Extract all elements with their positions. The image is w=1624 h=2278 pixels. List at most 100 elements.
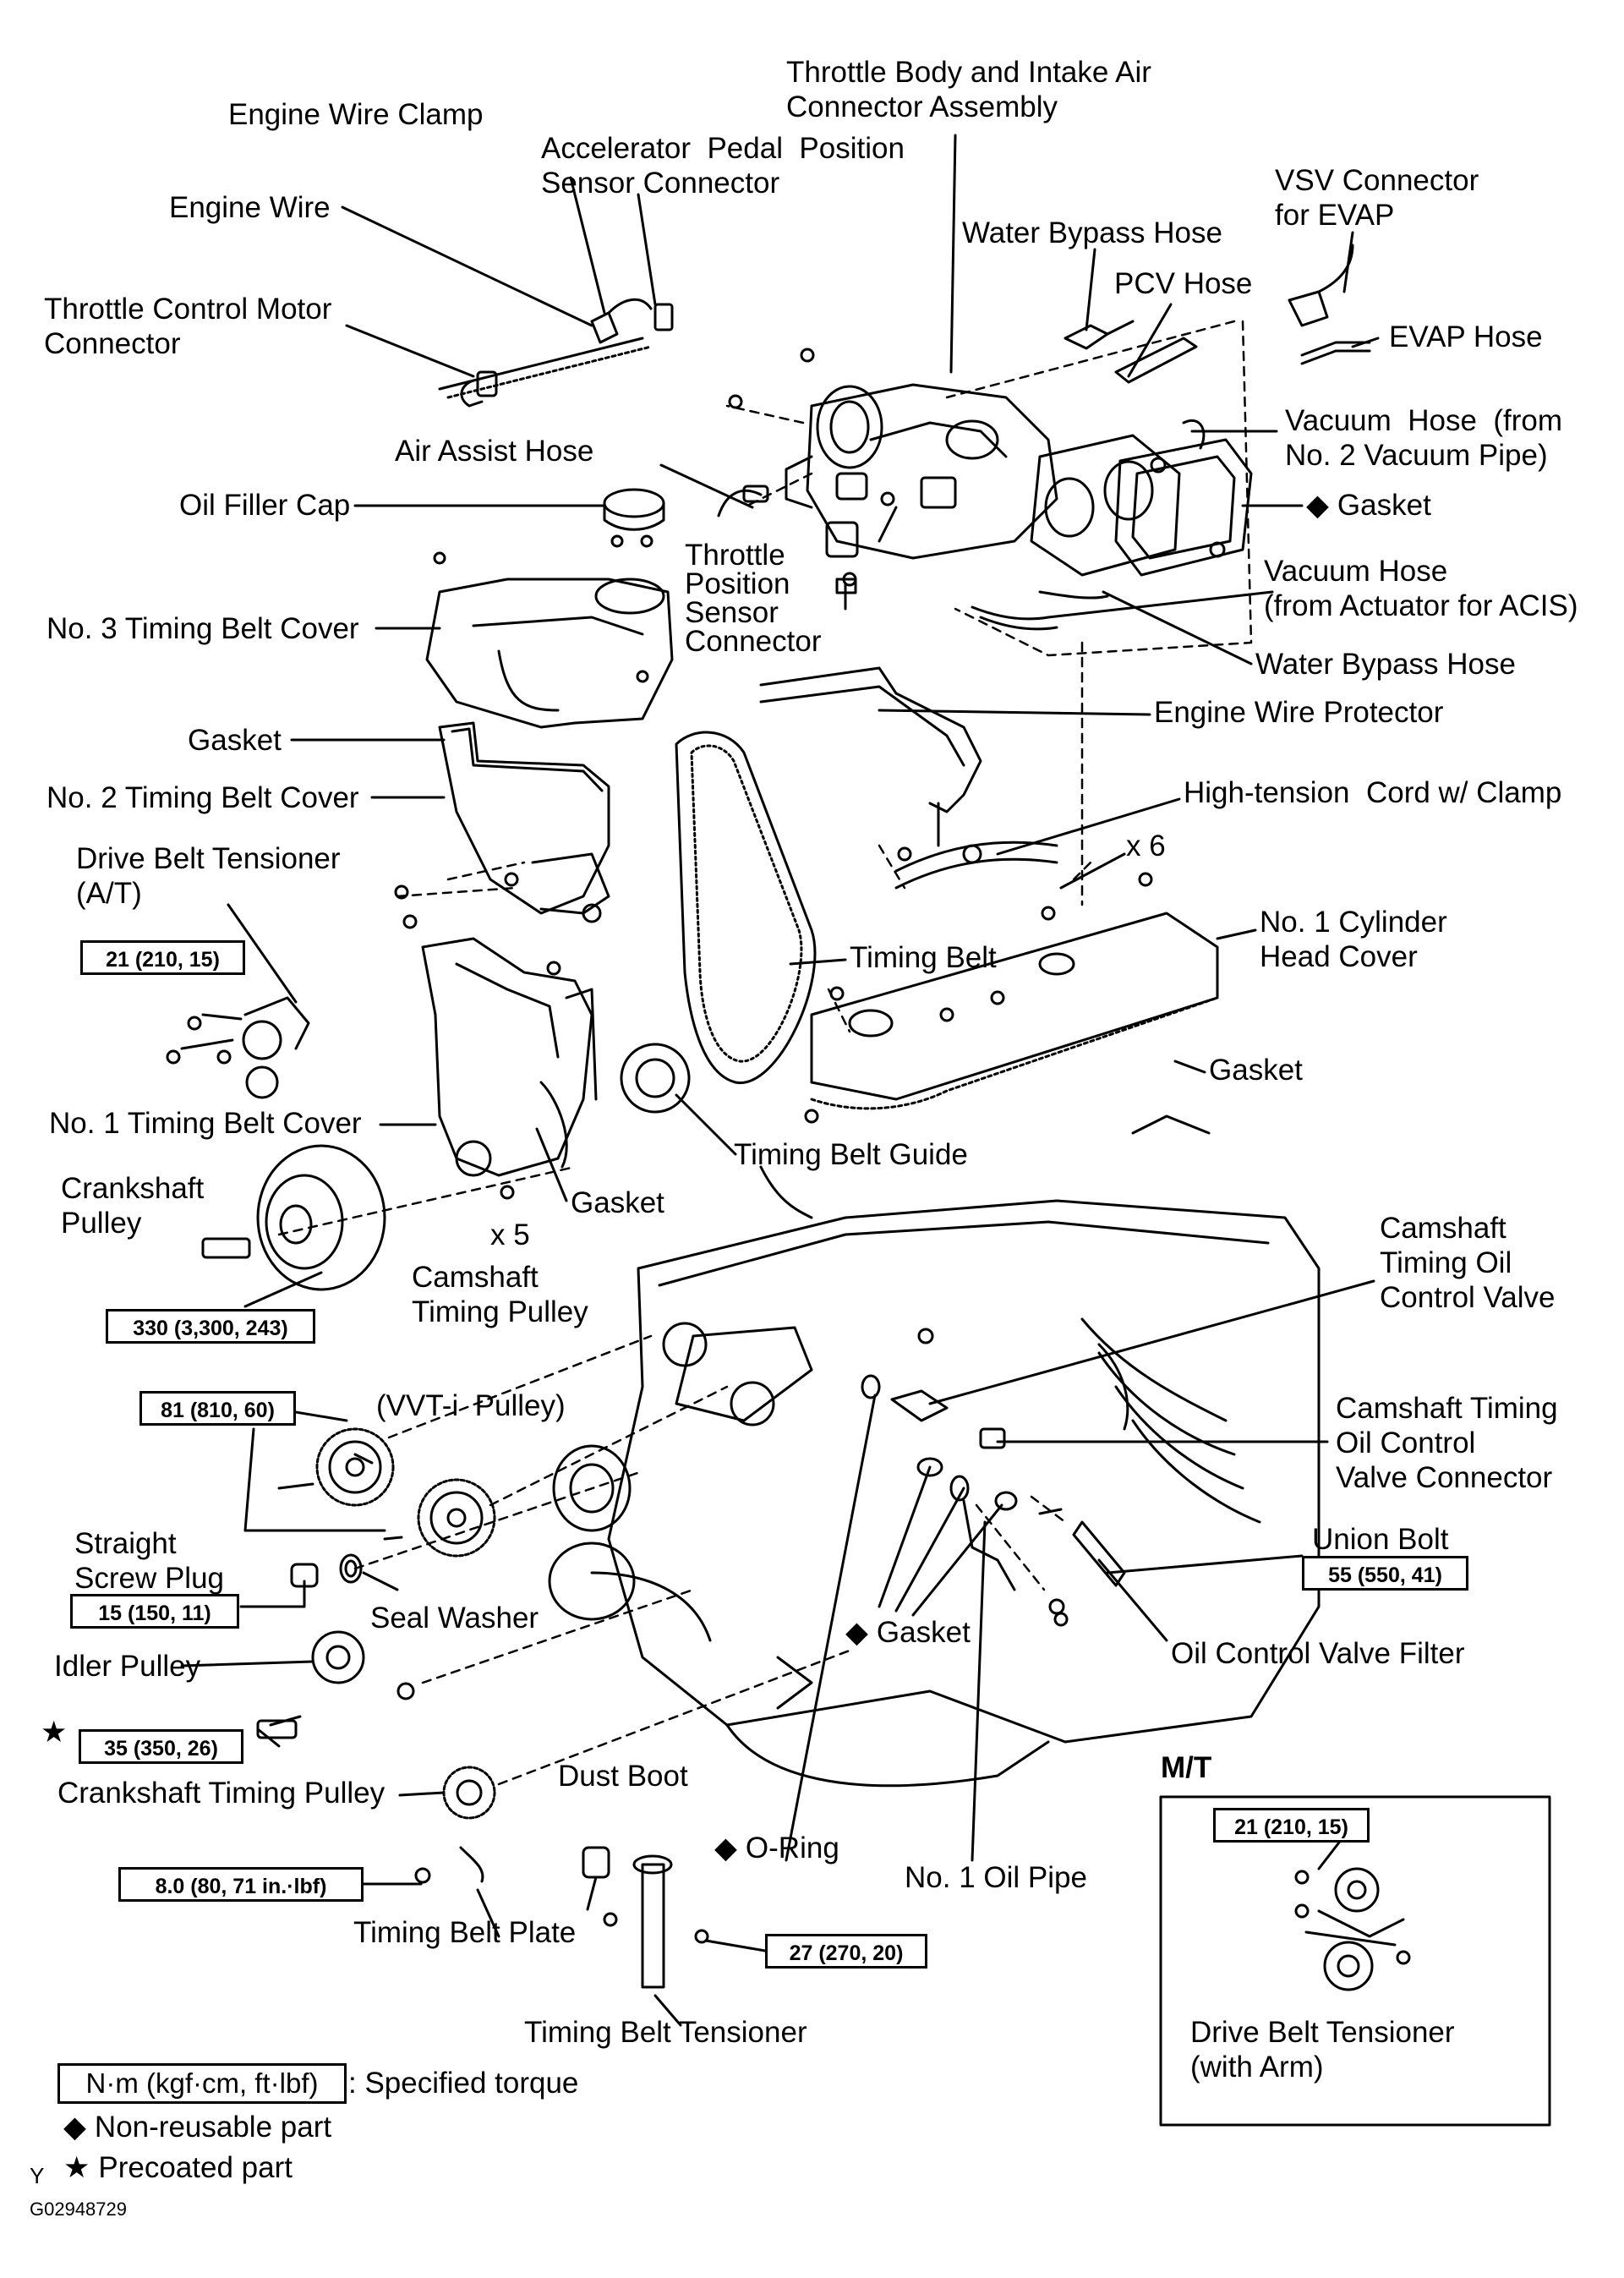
label-gasket-cover1: Gasket (571, 1186, 664, 1219)
drive-belt-tensioner-mt (1294, 1867, 1411, 1991)
torque-81: 81 (810, 60) (139, 1391, 296, 1426)
label-throttle-body: Throttle Body and Intake Air Connector A… (786, 56, 1151, 123)
label-dust-boot: Dust Boot (558, 1760, 688, 1793)
label-timing-belt: Timing Belt (850, 941, 997, 974)
label-throttle-control-motor-connector: Throttle Control Motor Connector (44, 293, 332, 360)
torque-15: 15 (150, 11) (70, 1594, 239, 1629)
mt-box (1159, 1795, 1551, 2127)
timing-belt (675, 731, 817, 1084)
label-camshaft-timing-oil-control-valve: Camshaft Timing Oil Control Valve (1380, 1212, 1556, 1314)
label-mt: M/T (1161, 1751, 1212, 1784)
air-assist-hose (717, 485, 769, 517)
label-oil-filler-cap: Oil Filler Cap (179, 489, 351, 522)
timing-belt-tensioner (582, 1846, 709, 1989)
label-engine-wire-protector: Engine Wire Protector (1154, 696, 1444, 729)
torque-21-at: 21 (210, 15) (80, 940, 245, 975)
gasket-oilpipe-text: Gasket (876, 1616, 971, 1649)
torque-35: 35 (350, 26) (79, 1729, 243, 1764)
label-vacuum-hose-no2: Vacuum Hose (from No. 2 Vacuum Pipe) (1285, 404, 1563, 472)
label-seal-washer: Seal Washer (370, 1602, 539, 1635)
non-reusable-mark: ◆ (714, 1832, 737, 1865)
label-gasket-top: Gasket (188, 724, 282, 757)
label-engine-wire: Engine Wire (169, 191, 331, 224)
label-crankshaft-pulley: Crankshaft Pulley (61, 1172, 205, 1240)
crankshaft-timing-pulley (414, 1766, 496, 1884)
label-camshaft-timing-pulley: Camshaft Timing Pulley (412, 1261, 588, 1328)
non-reusable-mark: ◆ (1306, 489, 1329, 522)
engine-wire-protector (759, 666, 982, 847)
label-x5: x 5 (490, 1218, 530, 1251)
label-no1-cylinder-head-cover: No. 1 Cylinder Head Cover (1260, 906, 1447, 973)
label-air-assist-hose: Air Assist Hose (395, 435, 594, 468)
screw-plug-and-washer (290, 1553, 363, 1588)
oil-control-valve-and-pipe (861, 1328, 1129, 1615)
label-cam-valve-connector: Camshaft Timing Oil Control Valve Connec… (1336, 1392, 1558, 1494)
torque-27: 27 (270, 20) (765, 1934, 927, 1969)
figure-code: G02948729 (30, 2199, 127, 2220)
label-straight-screw-plug: Straight Screw Plug (74, 1527, 225, 1595)
label-water-bypass-hose-low: Water Bypass Hose (1255, 648, 1516, 681)
gasket-intake-text: Gasket (1337, 489, 1431, 522)
legend-precoated-text: Precoated part (98, 2151, 293, 2184)
legend-torque-desc: : Specified torque (348, 2067, 579, 2100)
label-drive-belt-tensioner-arm: Drive Belt Tensioner (with Arm) (1190, 2016, 1455, 2084)
bolts (166, 348, 1153, 1627)
label-vsv-connector: VSV Connector for EVAP (1275, 164, 1479, 232)
label-idler-pulley: Idler Pulley (54, 1650, 201, 1683)
non-reusable-mark: ◆ (845, 1616, 868, 1649)
label-no3-timing-belt-cover: No. 3 Timing Belt Cover (46, 612, 359, 645)
label-vvti-pulley: (VVT-i Pulley) (376, 1389, 566, 1422)
label-timing-belt-guide: Timing Belt Guide (734, 1138, 968, 1171)
label-engine-wire-clamp: Engine Wire Clamp (228, 98, 484, 131)
label-evap-hose: EVAP Hose (1389, 320, 1543, 353)
label-drive-belt-tensioner-at: Drive Belt Tensioner (A/T) (76, 842, 341, 910)
idler-pulley (256, 1630, 415, 1739)
no1-cylinder-head-cover (810, 912, 1219, 1110)
no3-timing-belt-cover (425, 534, 674, 729)
legend-torque-unit: N·m (kgf·cm, ft·lbf) (57, 2063, 347, 2104)
label-pcv-hose: PCV Hose (1114, 267, 1253, 300)
hoses-top (971, 244, 1371, 631)
precoated-mark: ★ (63, 2151, 90, 2184)
high-tension-cord (894, 841, 1058, 890)
leader-lines (180, 134, 1380, 2027)
legend-non-reusable: ◆Non-reusable part (63, 2110, 331, 2144)
label-no1-timing-belt-cover: No. 1 Timing Belt Cover (49, 1107, 362, 1140)
torque-21-mt: 21 (210, 15) (1213, 1808, 1370, 1843)
intake-outline (725, 320, 1253, 906)
label-o-ring: ◆O-Ring (714, 1831, 839, 1865)
label-union-bolt: Union Bolt (1312, 1523, 1449, 1556)
torque-8: 8.0 (80, 71 in.·lbf) (118, 1867, 364, 1902)
non-reusable-mark: ◆ (63, 2111, 86, 2144)
drive-belt-tensioner-at (180, 996, 310, 1099)
label-throttle-position-sensor: Throttle Position Sensor Connector (685, 539, 822, 658)
throttle-position-sensor-connector (825, 521, 859, 611)
label-oil-control-valve-filter: Oil Control Valve Filter (1171, 1637, 1465, 1670)
label-gasket-oil-pipe: ◆Gasket (845, 1615, 971, 1650)
intake-gasket-and-flange (1030, 434, 1253, 577)
legend-non-reusable-text: Non-reusable part (94, 2111, 332, 2144)
label-crankshaft-timing-pulley: Crankshaft Timing Pulley (57, 1777, 385, 1810)
label-water-bypass-hose-top: Water Bypass Hose (962, 216, 1222, 249)
crankshaft-pulley (201, 1144, 386, 1291)
oil-filler-cap (603, 488, 665, 531)
camshaft-timing-pulleys (277, 1427, 496, 1558)
y-mark: Y (30, 2163, 45, 2188)
label-accelerator-pedal-sensor: Accelerator Pedal Position Sensor Connec… (541, 132, 905, 200)
label-gasket-head: Gasket (1209, 1054, 1303, 1087)
label-vacuum-hose-acis: Vacuum Hose (from Actuator for ACIS) (1264, 555, 1578, 622)
label-timing-belt-plate: Timing Belt Plate (353, 1916, 577, 1949)
engine-block (548, 1114, 1321, 1788)
label-timing-belt-tensioner: Timing Belt Tensioner (524, 2016, 807, 2049)
legend-precoated: ★Precoated part (63, 2150, 293, 2185)
timing-belt-guide (620, 1043, 691, 1114)
alignment-lines (277, 844, 1092, 1786)
label-gasket-intake: ◆Gasket (1306, 488, 1431, 523)
label-x6: x 6 (1126, 830, 1166, 862)
label-high-tension-cord: High-tension Cord w/ Clamp (1184, 776, 1562, 809)
precoated-mark-35: ★ (41, 1716, 68, 1749)
throttle-body-assembly (785, 383, 1058, 560)
engine-wire-harness (438, 298, 674, 408)
